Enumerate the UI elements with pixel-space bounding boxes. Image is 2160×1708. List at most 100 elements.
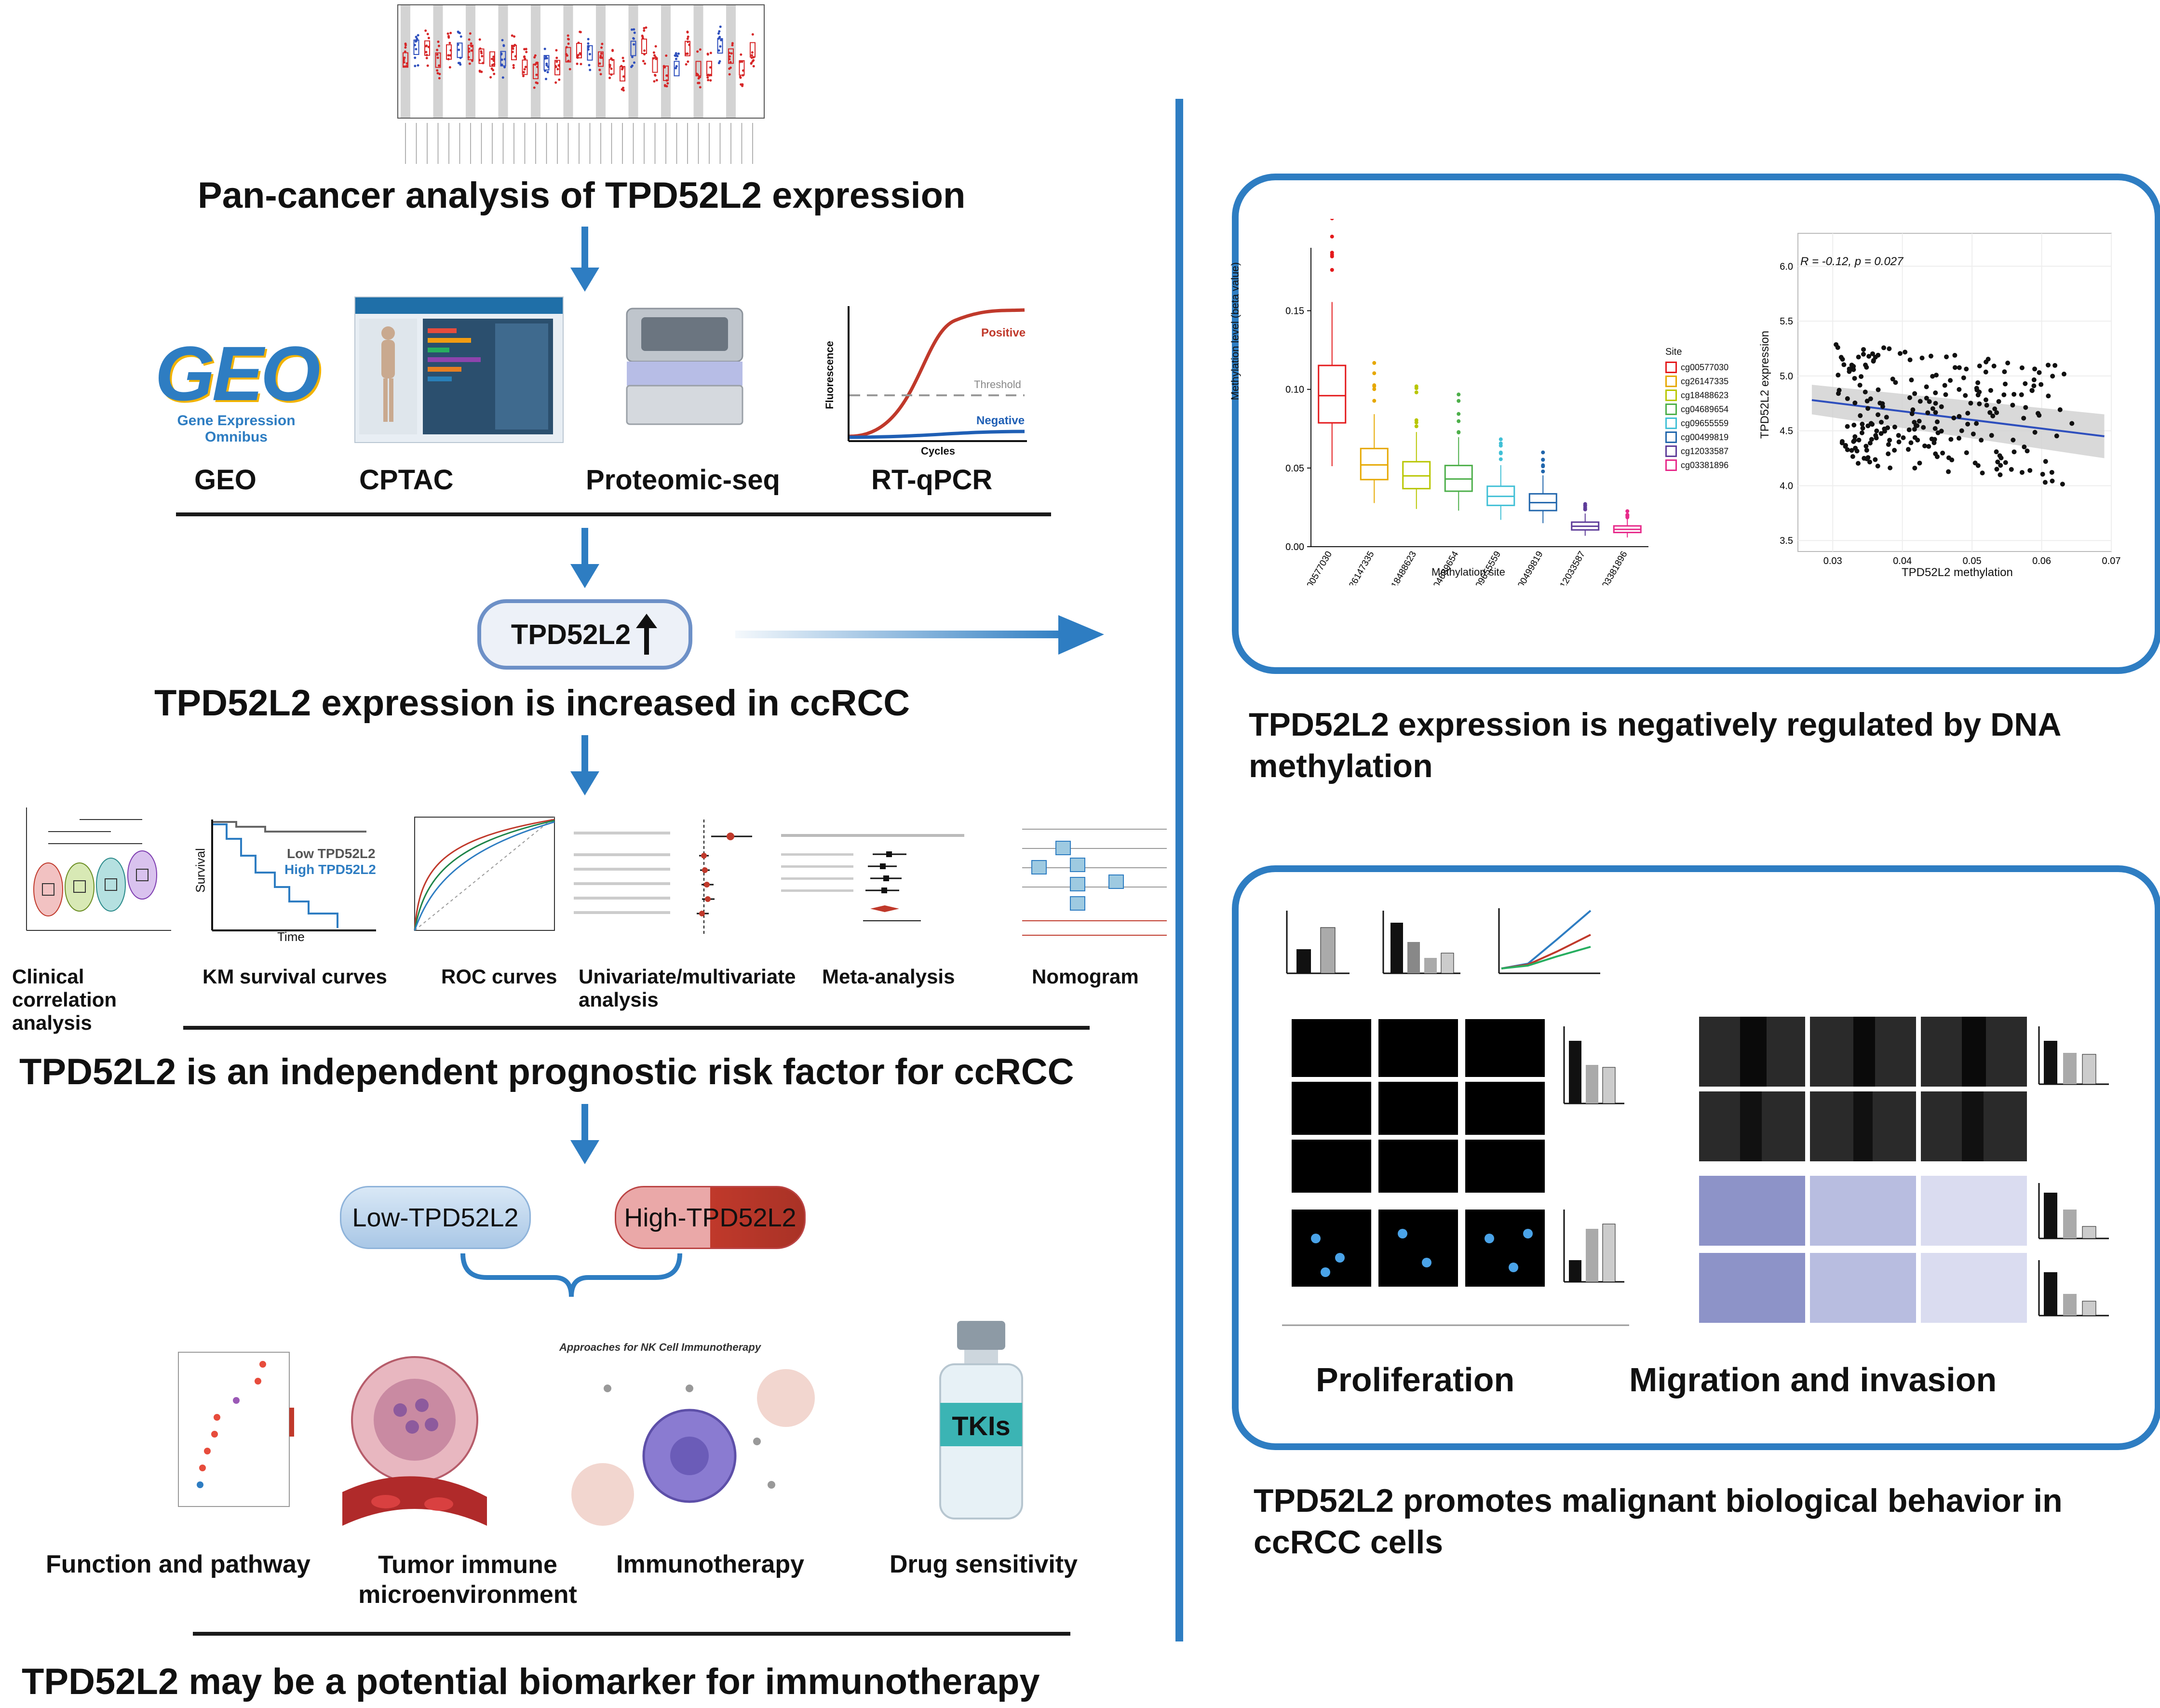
tpd52l2-pill-label: TPD52L2	[511, 619, 631, 650]
boxplot-x-tick: cg03381896	[1595, 550, 1629, 585]
scatter-point	[1998, 455, 2004, 460]
pancancer-point	[545, 78, 548, 81]
scatter-point	[1864, 447, 1869, 453]
scatter-point	[1903, 350, 1908, 355]
malignant-title: TPD52L2 promotes malignant biological be…	[1254, 1482, 2063, 1560]
pancancer-point	[653, 54, 656, 57]
pancancer-point	[686, 38, 689, 40]
pancancer-point	[425, 51, 428, 54]
pancancer-box	[695, 61, 702, 77]
pancancer-point	[523, 55, 526, 58]
legend-item: cg09655559	[1665, 417, 1771, 429]
pancancer-point	[685, 63, 688, 66]
divider-1	[176, 512, 1051, 516]
scatter-point	[1854, 448, 1860, 454]
downstream-label-immunotherapy: Immunotherapy	[616, 1550, 805, 1578]
scatter-point	[2057, 407, 2063, 412]
scatter-point	[1892, 447, 1897, 453]
pancancer-point	[611, 49, 614, 52]
scatter-y-tick: 3.5	[1780, 536, 1793, 546]
pancancer-point	[403, 61, 405, 64]
biomarker-title: TPD52L2 may be a potential biomarker for…	[22, 1661, 1040, 1702]
down-arrow-icon	[570, 227, 599, 292]
forest-plot-cox	[569, 815, 771, 945]
legend-label: cg00499819	[1681, 432, 1729, 442]
pancancer-point	[470, 42, 472, 45]
pancancer-box	[685, 40, 690, 56]
scatter-point	[1974, 421, 1979, 426]
pancancer-point	[417, 34, 419, 37]
legend-swatch	[1665, 390, 1677, 401]
prognostic-title: TPD52L2 is an independent prognostic ris…	[19, 1051, 1074, 1092]
scatter-point	[1908, 440, 1914, 445]
pancancer-point	[481, 54, 484, 57]
pancancer-box	[403, 52, 408, 68]
pancancer-point	[598, 68, 601, 71]
proliferation-figure	[1272, 901, 1639, 1330]
pancancer-point	[706, 53, 709, 56]
pancancer-box	[413, 40, 419, 55]
pancancer-box	[457, 42, 463, 58]
tpd52l2-up-pill: TPD52L2	[477, 599, 692, 670]
pancancer-point	[674, 54, 676, 57]
methylation-outlier	[1457, 399, 1461, 403]
pancancer-point	[471, 59, 473, 62]
scatter-point	[1857, 382, 1863, 388]
legend-label: cg04689654	[1681, 404, 1729, 414]
scatter-point	[2050, 478, 2055, 484]
scatter-point	[1905, 447, 1911, 452]
tkis-label: TKIs	[952, 1411, 1011, 1441]
pancancer-point	[437, 40, 440, 43]
scatter-point	[1893, 380, 1898, 385]
methylation-outlier	[1414, 384, 1418, 389]
scatter-point	[2049, 470, 2054, 475]
pancancer-point	[709, 66, 712, 69]
legend-swatch	[1665, 417, 1677, 429]
legend-swatch	[1665, 376, 1677, 387]
scatter-point	[1874, 428, 1879, 433]
pancancer-point	[622, 60, 625, 63]
pancancer-point	[489, 76, 492, 79]
scatter-point	[1863, 444, 1869, 449]
pancancer-point	[729, 61, 732, 64]
pancancer-point	[687, 60, 689, 63]
scatter-point	[2031, 383, 2037, 389]
pancancer-point	[490, 67, 493, 70]
pancancer-point	[750, 62, 753, 65]
pancancer-box	[739, 60, 745, 76]
methylation-outlier	[1330, 251, 1334, 255]
scatter-point	[1852, 376, 1857, 381]
scatter-point	[1934, 419, 1940, 425]
methylation-outlier	[1498, 444, 1503, 448]
scatter-point	[1887, 346, 1892, 351]
scatter-point	[1932, 426, 1938, 431]
scatter-point	[1995, 459, 2000, 465]
pancancer-point	[740, 53, 742, 56]
pancancer-point	[512, 47, 514, 50]
pancancer-point	[558, 78, 561, 81]
pancancer-point	[459, 35, 462, 38]
scatter-point	[1931, 440, 1937, 445]
scatter-point	[2019, 470, 2025, 475]
pathway-dotplot	[140, 1345, 304, 1528]
methylation-outlier	[1414, 420, 1418, 425]
nk-immunotherapy-illustration: Approaches for NK Cell Immunotherapy	[554, 1340, 824, 1533]
boxplot-y-tick: 0.15	[1285, 306, 1304, 317]
scatter-point	[1871, 358, 1876, 363]
pancancer-point	[567, 38, 570, 40]
clinical-correlation-plot	[10, 798, 174, 942]
legend-title: Site	[1665, 347, 1682, 357]
pancancer-point	[621, 56, 624, 59]
pancancer-point	[414, 40, 417, 43]
high-tpd52l2-label: High-TPD52L2	[624, 1203, 796, 1232]
legend-label: cg26147335	[1681, 376, 1729, 386]
scatter-point	[1910, 407, 1916, 413]
methylation-outlier	[1414, 424, 1418, 429]
pancancer-point	[751, 51, 754, 54]
pancancer-point	[567, 34, 569, 37]
scatter-point	[1915, 423, 1920, 429]
pancancer-point	[535, 73, 538, 76]
pancancer-point	[677, 52, 680, 55]
scatter-point	[1977, 363, 1982, 369]
